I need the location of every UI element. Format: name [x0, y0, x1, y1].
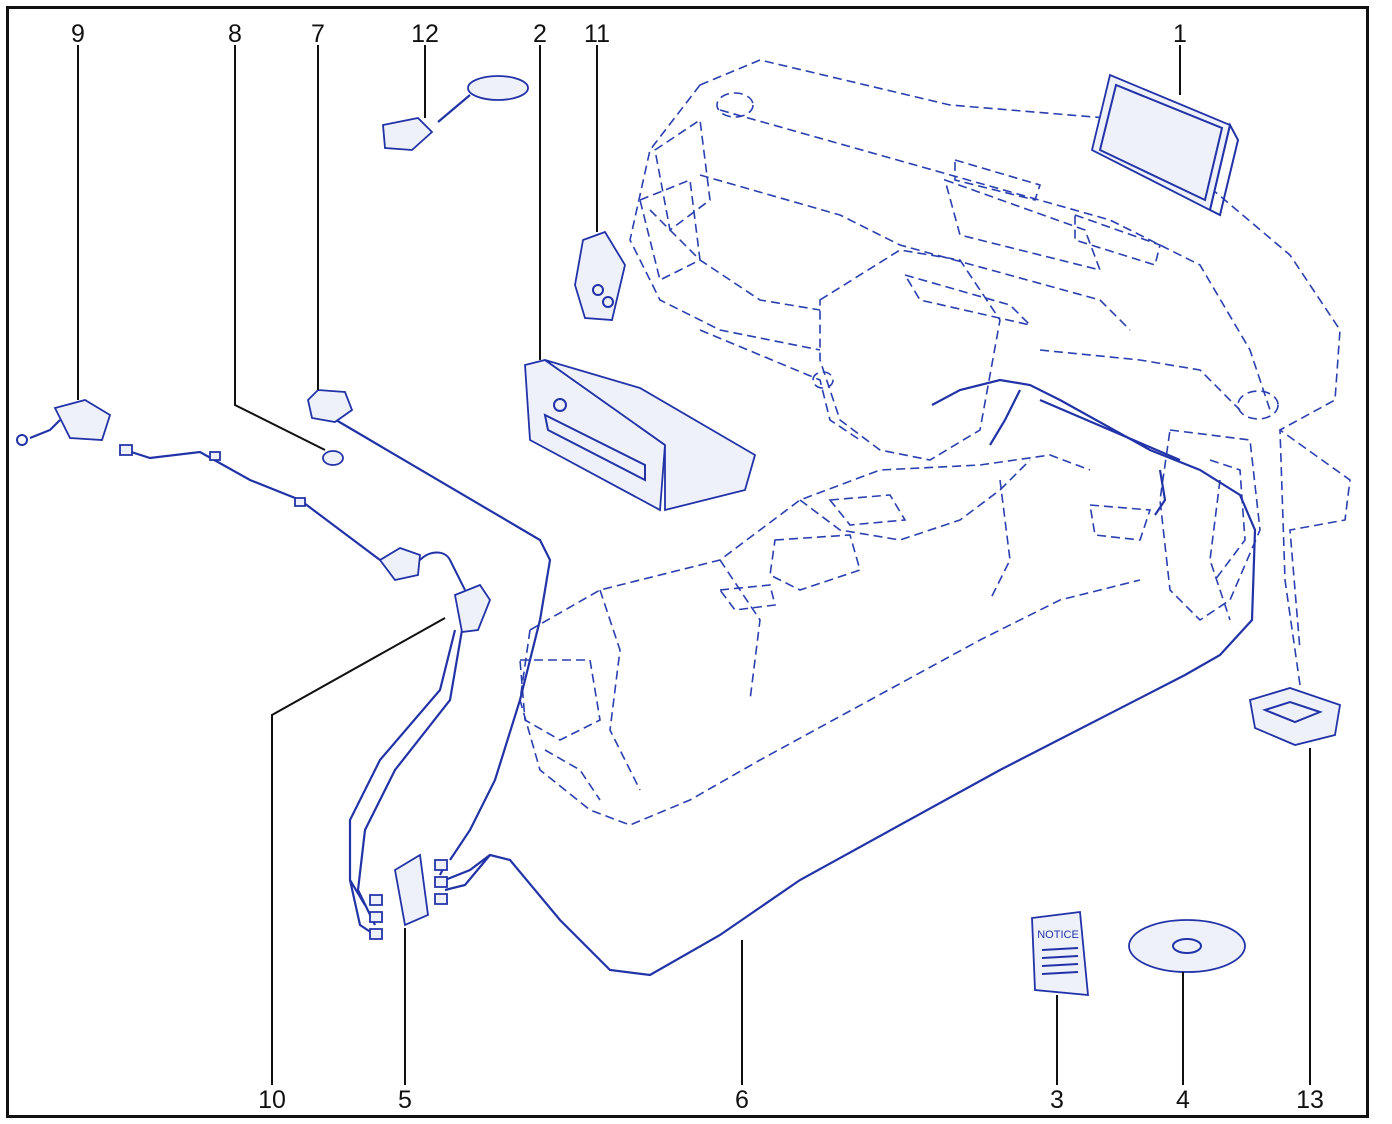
coiled-cable-part	[378, 547, 492, 633]
callout-7: 7	[311, 20, 325, 48]
radio-unit-part	[524, 359, 757, 512]
callout-9: 9	[71, 20, 85, 48]
notice-booklet-part: NOTICE	[1031, 910, 1090, 996]
notice-label: NOTICE	[1037, 929, 1079, 941]
callout-8: 8	[228, 20, 242, 48]
callout-4: 4	[1176, 1086, 1190, 1114]
callout-numbers: 9 8 7 12 2 11 1 10 5 6 3 4 13	[71, 20, 1324, 1114]
callout-1: 1	[1173, 20, 1187, 48]
callout-3: 3	[1050, 1086, 1064, 1114]
antenna-part	[307, 389, 354, 466]
callout-11: 11	[584, 20, 610, 48]
microphone-part	[382, 75, 529, 151]
callout-13: 13	[1296, 1086, 1324, 1114]
callout-10: 10	[258, 1086, 286, 1114]
console-outline	[519, 454, 1231, 826]
leader-lines	[77, 45, 1311, 1085]
callout-2: 2	[533, 20, 547, 48]
module-part	[16, 399, 306, 507]
cd-disc-part	[1128, 919, 1246, 973]
steering-control-part	[574, 230, 626, 321]
connector-block-part	[369, 853, 448, 940]
callout-5: 5	[398, 1086, 412, 1114]
diagram-frame	[6, 6, 1369, 1118]
control-unit-part	[1248, 429, 1342, 746]
display-screen-part	[1090, 73, 1240, 217]
dashboard-outline	[629, 59, 1351, 651]
callout-12: 12	[411, 20, 439, 48]
callout-6: 6	[735, 1086, 749, 1114]
